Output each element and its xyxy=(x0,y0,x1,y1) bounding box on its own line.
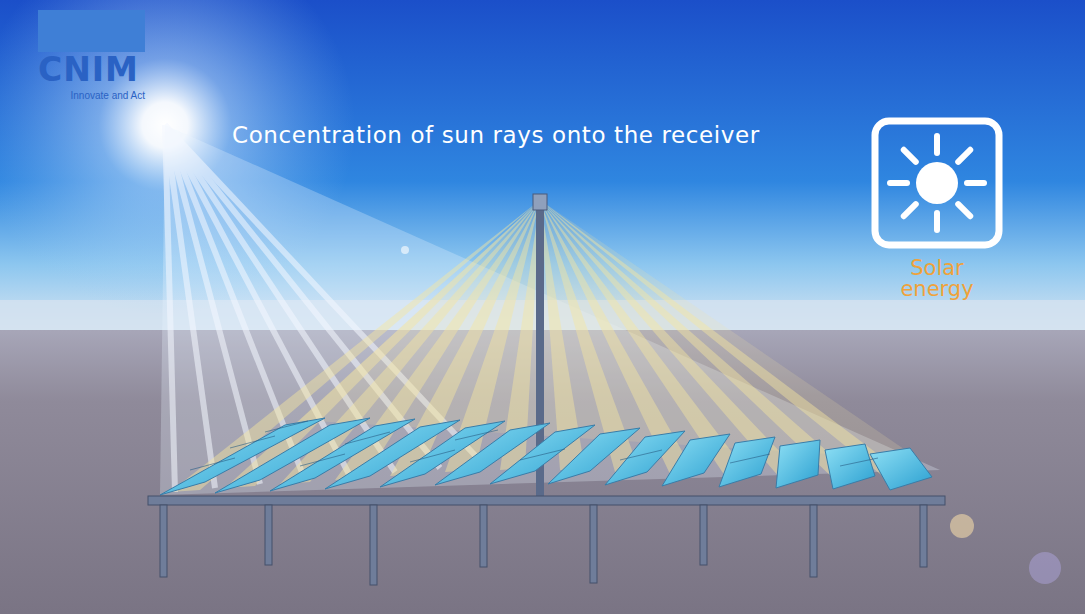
sun-ray xyxy=(890,180,907,186)
lens-flare xyxy=(950,514,974,538)
sunlight-cone xyxy=(160,125,940,495)
receiver xyxy=(533,194,547,210)
sun-ray xyxy=(958,150,970,162)
sun-disc xyxy=(916,162,958,204)
sun-ray xyxy=(967,180,984,186)
lens-flare xyxy=(1029,552,1061,584)
icon-caption: Solar energy xyxy=(882,258,992,300)
lens-flare xyxy=(401,246,409,254)
sun-ray xyxy=(934,136,940,153)
sun-ray xyxy=(958,204,970,216)
icon-frame xyxy=(875,121,999,245)
logo-block xyxy=(38,10,145,52)
icon-node: Solar energy xyxy=(862,112,1012,304)
sun-ray xyxy=(904,204,916,216)
reflected-glow xyxy=(300,200,920,460)
sun-ray xyxy=(904,150,916,162)
diagram-title: Concentration of sun rays onto the recei… xyxy=(232,122,760,148)
mirror-segments xyxy=(190,421,878,470)
support-frame xyxy=(148,496,945,585)
sun-icon xyxy=(862,112,1012,257)
logo-text: CNIM xyxy=(38,52,139,88)
logo-tagline: Innovate and Act xyxy=(70,90,145,101)
sun-ray xyxy=(934,213,940,230)
mirror-field xyxy=(160,418,932,495)
